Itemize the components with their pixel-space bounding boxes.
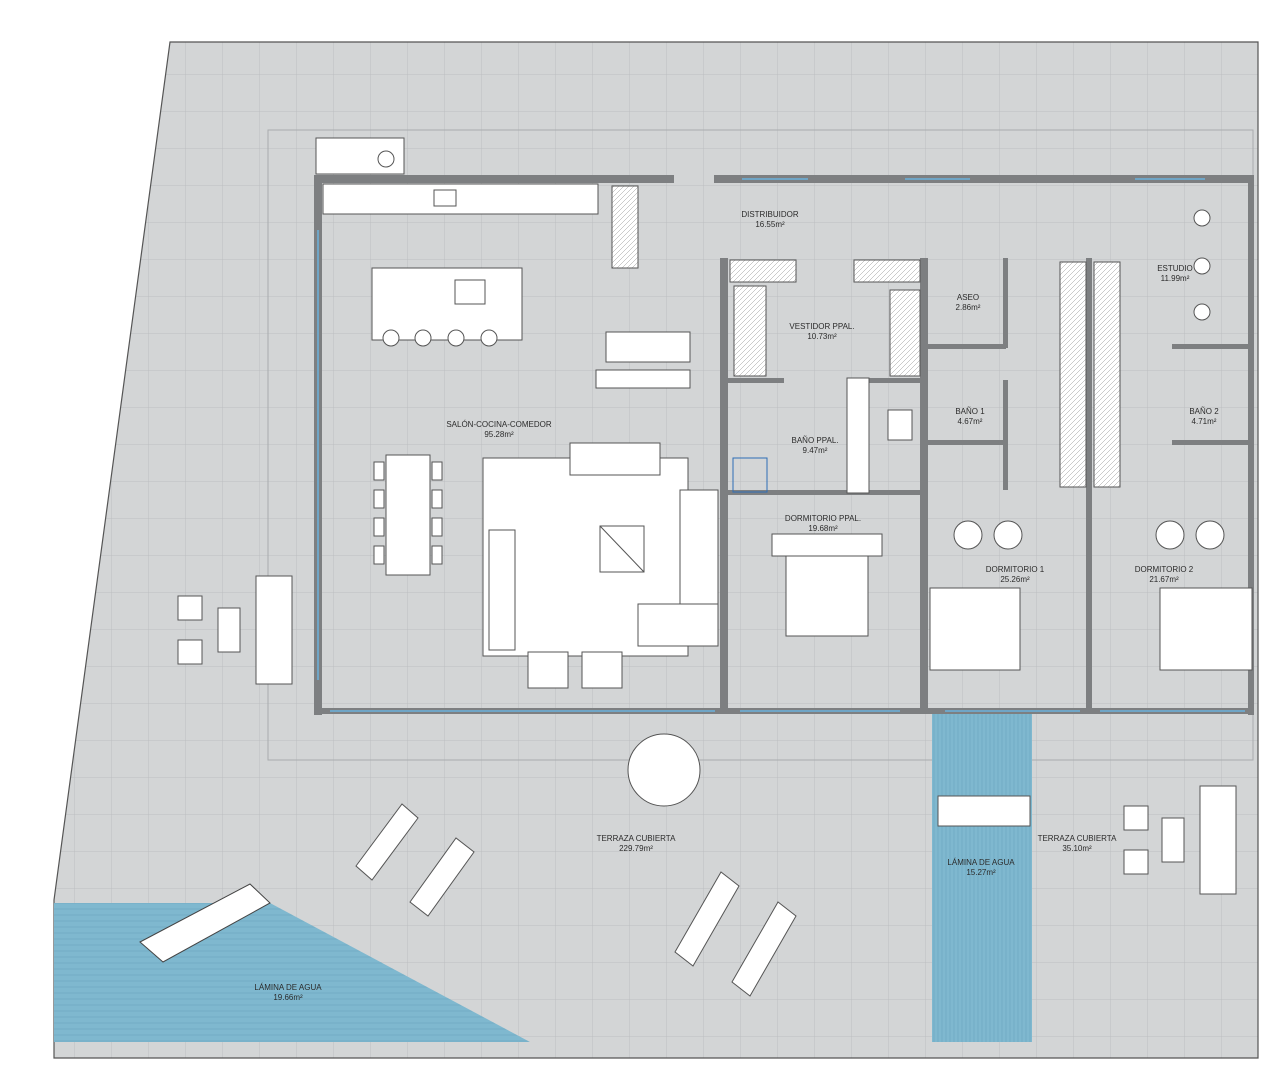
room-name: TERRAZA CUBIERTA (1037, 834, 1117, 843)
room-area: 16.55m² (755, 220, 785, 229)
master-bedroom (729, 259, 921, 637)
water-sheet-center (932, 712, 1032, 1042)
room-area: 35.10m² (1062, 844, 1092, 853)
pool-deck-edge (139, 883, 271, 963)
room-name: BAÑO 2 (1189, 407, 1219, 416)
room-label-vestidor: VESTIDOR PPAL.10.73m² (789, 322, 854, 342)
room-name: TERRAZA CUBIERTA (596, 834, 676, 843)
room-area: 19.66m² (273, 993, 303, 1002)
room-area: 229.79m² (619, 844, 653, 853)
room-name: DORMITORIO 2 (1134, 565, 1194, 574)
room-name: SALÓN-COCINA-COMEDOR (446, 420, 552, 429)
room-label-dormitorio-ppal: DORMITORIO PPAL.19.68m² (785, 514, 861, 534)
room-area: 21.67m² (1149, 575, 1179, 584)
kitchen (315, 137, 639, 347)
windows (317, 178, 1245, 712)
room-area: 15.27m² (966, 868, 996, 877)
room-name: LÁMINA DE AGUA (947, 858, 1015, 867)
room-area: 4.67m² (957, 417, 983, 426)
room-label-bano-ppal: BAÑO PPAL.9.47m² (792, 436, 839, 456)
room-name: DORMITORIO 1 (985, 565, 1045, 574)
room-name: BAÑO 1 (955, 407, 985, 416)
bedrooms (929, 209, 1253, 671)
room-name: ASEO (956, 293, 980, 302)
room-area: 4.71m² (1191, 417, 1217, 426)
room-name: DORMITORIO PPAL. (784, 514, 862, 523)
room-area: 95.28m² (484, 430, 514, 439)
room-name: VESTIDOR PPAL. (789, 322, 855, 331)
room-name: DISTRIBUIDOR (741, 210, 799, 219)
room-area: 11.99m² (1160, 274, 1190, 283)
room-name: LÁMINA DE AGUA (254, 983, 322, 992)
exterior-furniture (177, 575, 1237, 997)
room-name: ESTUDIO (1157, 264, 1193, 273)
room-area: 25.26m² (1000, 575, 1030, 584)
room-name: BAÑO PPAL. (791, 436, 839, 445)
living-area (482, 331, 719, 689)
room-area: 2.86m² (955, 303, 981, 312)
room-area: 10.73m² (807, 332, 837, 341)
room-area: 9.47m² (802, 446, 828, 455)
room-area: 19.68m² (808, 524, 838, 533)
dining-table (373, 454, 443, 576)
